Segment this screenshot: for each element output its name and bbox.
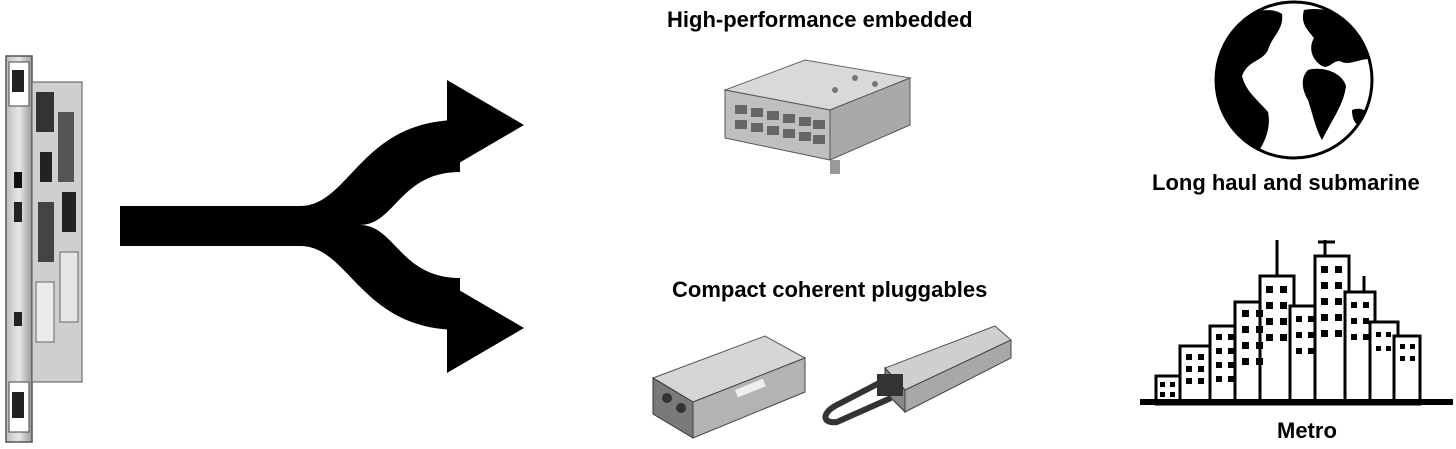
compact-pluggables-label: Compact coherent pluggables	[672, 277, 988, 302]
city-skyline-icon	[1140, 240, 1453, 406]
embedded-module-icon	[723, 59, 912, 174]
globe-icon	[1214, 0, 1374, 160]
line-card-icon	[5, 55, 83, 443]
metro-label: Metro	[1277, 418, 1337, 443]
qsfp-module-icon	[822, 325, 1012, 426]
high-performance-label: High-performance embedded	[667, 7, 973, 32]
long-haul-label: Long haul and submarine	[1152, 170, 1420, 195]
cfp-module-icon	[651, 335, 807, 439]
